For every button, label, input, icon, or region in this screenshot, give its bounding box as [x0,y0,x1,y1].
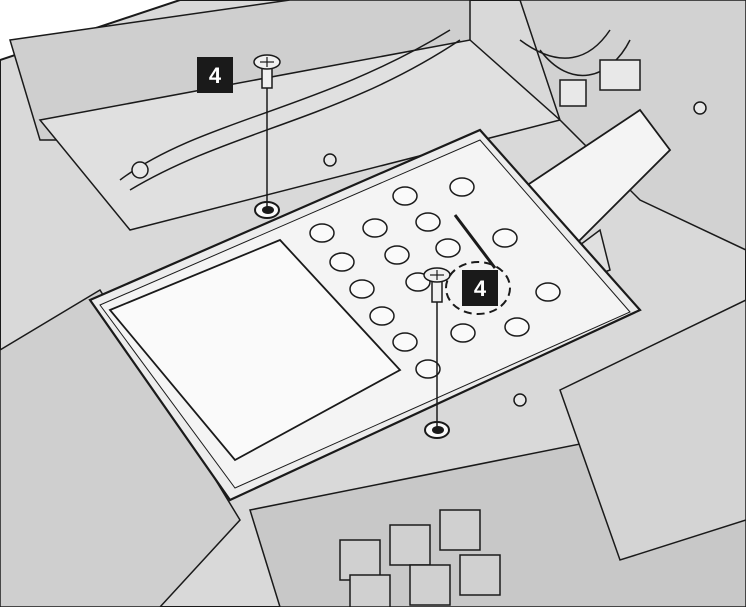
screw-icon[interactable] [423,267,451,428]
hard-drive[interactable] [88,128,642,502]
screw-holes [254,201,450,439]
step-badge-label: 4 [474,276,487,301]
step-badge-label: 4 [209,63,222,88]
connectors [131,59,707,407]
step-badge: 4 [462,270,498,306]
step-badge: 4 [197,57,233,93]
highlight-circle [445,261,511,315]
memory-modules [339,509,501,607]
screw-icon[interactable] [253,54,281,208]
